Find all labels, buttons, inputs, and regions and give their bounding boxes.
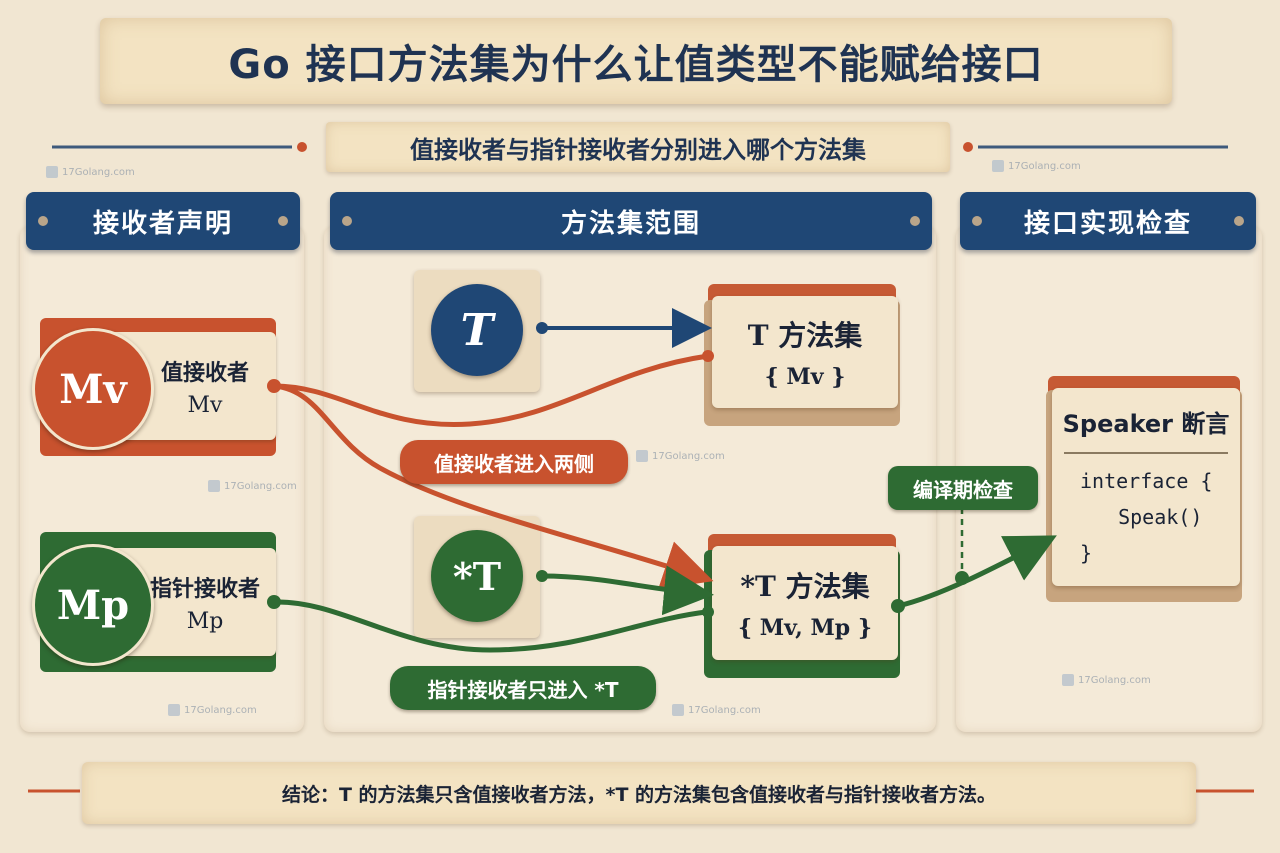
interface-code-line-2: Speak() [1094,505,1203,529]
watermark-2: 17Golang.com [992,160,1081,172]
value-type-badge: T [431,284,523,376]
pointer-receiver-badge: Mp [32,544,154,666]
right-header-right-rivet [1234,216,1244,226]
watermark-1: 17Golang.com [46,166,135,178]
watermark-7: 17Golang.com [1062,674,1151,686]
watermark-logo-icon [46,166,58,178]
pointer-receiver-label: 指针接收者 [149,576,260,602]
watermark-3: 17Golang.com [208,480,297,492]
watermark-logo-icon [208,480,220,492]
watermark-6: 17Golang.com [672,704,761,716]
watermark-5: 17Golang.com [168,704,257,716]
arrow-mv-value-end-dot [702,350,714,362]
left-header-right-rivet [278,216,288,226]
watermark-logo-icon [992,160,1004,172]
left-header-left-rivet [38,216,48,226]
value-receiver-badge-text: Mv [59,365,127,413]
interface-code-line-3: } [1080,541,1093,565]
interface-card: Speaker 断言 interface { Speak() } [1052,388,1240,586]
compile-check-dot [955,571,969,585]
pointer-set-body: { Mv, Mp } [737,615,872,641]
value-receiver-badge: Mv [32,328,154,450]
watermark-logo-icon [168,704,180,716]
value-receiver-label: 值接收者 [160,360,249,386]
right-panel-header: 接口实现检查 [960,192,1256,250]
value-both-pill: 值接收者进入两侧 [400,440,628,484]
pointer-receiver-method: Mp [186,608,224,634]
subtitle-right-dot [963,142,973,152]
middle-header-right-rivet [910,216,920,226]
interface-code-line-1: interface { [1080,469,1213,493]
value-method-set-card: T 方法集 { Mv } [712,296,898,408]
middle-header-left-rivet [342,216,352,226]
value-type-text: T [460,304,494,356]
subtitle-banner: 值接收者与指针接收者分别进入哪个方法集 [326,122,950,172]
watermark-logo-icon [672,704,684,716]
pointer-only-text: 指针接收者只进入 *T [427,677,619,702]
pointer-type-badge: *T [431,530,523,622]
arrow-pointer-set-to-interface [897,535,1057,609]
pointer-only-pill: 指针接收者只进入 *T [390,666,656,710]
interface-card-title: Speaker 断言 [1062,410,1230,438]
right-header-left-rivet [972,216,982,226]
value-set-title: T 方法集 [747,319,863,352]
arrow-mv-to-value-set [273,353,709,428]
compile-check-text: 编译期检查 [913,477,1013,502]
compile-check-pill: 编译期检查 [888,466,1038,510]
page-subtitle: 值接收者与指针接收者分别进入哪个方法集 [410,135,866,164]
page-title: Go 接口方法集为什么让值类型不能赋给接口 [228,42,1044,88]
value-receiver-method: Mv [187,392,223,418]
pointer-receiver-badge-text: Mp [56,581,130,629]
arrow-compile-start-dot [891,599,905,613]
pointer-method-set-card: *T 方法集 { Mv, Mp } [712,546,898,660]
arrow-pt-start-dot [536,570,548,582]
watermark-4: 17Golang.com [636,450,725,462]
arrow-mv-to-pointer-set [273,383,714,590]
arrow-mp-to-pointer-set [273,599,707,653]
left-panel-header: 接收者声明 [26,192,300,250]
pointer-type-text: *T [452,553,502,599]
right-header-title: 接口实现检查 [1023,208,1192,239]
middle-panel-header: 方法集范围 [330,192,932,250]
left-header-title: 接收者声明 [92,208,233,239]
arrow-mp-end-dot [702,606,714,618]
arrow-pt-to-pointer-set [541,565,714,616]
pointer-set-title: *T 方法集 [740,570,870,603]
arrow-mp-start-dot [267,595,281,609]
title-banner: Go 接口方法集为什么让值类型不能赋给接口 [100,18,1172,104]
watermark-logo-icon [1062,674,1074,686]
middle-header-title: 方法集范围 [560,208,701,239]
arrow-t-start-dot [536,322,548,334]
interface-card-divider [1064,452,1228,454]
value-both-text: 值接收者进入两侧 [434,451,594,476]
value-set-body: { Mv } [764,364,846,390]
conclusion-text: 结论：T 的方法集只含值接收者方法，*T 的方法集包含值接收者与指针接收者方法。 [281,783,997,806]
subtitle-left-dot [297,142,307,152]
conclusion-banner: 结论：T 的方法集只含值接收者方法，*T 的方法集包含值接收者与指针接收者方法。 [82,762,1196,824]
watermark-logo-icon [636,450,648,462]
